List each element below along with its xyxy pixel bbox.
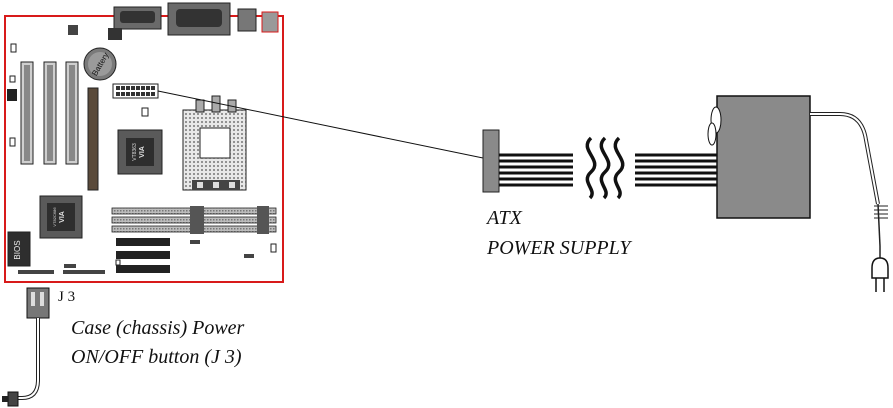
bios-label: BIOS [13, 240, 22, 259]
bios-chip: BIOS [7, 231, 31, 267]
isa-slots [116, 238, 170, 273]
pci-slots [20, 61, 79, 165]
board-atx-power-connector [112, 83, 159, 99]
motherboard: Battery [4, 2, 284, 283]
j3-connector [26, 287, 50, 319]
ac-plug-icon [871, 257, 889, 292]
case-button-label-line2: ON/OFF button (J 3) [71, 346, 242, 368]
psu-label-line2: POWER SUPPLY [487, 237, 631, 259]
psu-label-line1: ATX [487, 207, 522, 229]
power-cable-bundle [499, 153, 717, 187]
dimm-slots [111, 206, 277, 234]
io-connectors [68, 2, 279, 40]
south-bridge-chip: VIA VT82C686 [39, 195, 83, 239]
north-bridge-chip: VIA VT8363 [117, 129, 163, 175]
agp-slot [87, 87, 99, 191]
north-bridge-model: VT8363 [132, 143, 138, 161]
case-button-label-line1: Case (chassis) Power [71, 317, 245, 339]
cable-break-symbol [585, 136, 625, 200]
power-supply-unit [707, 95, 811, 219]
chassis-button-cable [18, 318, 40, 400]
ac-power-cord [810, 112, 888, 258]
connection-leader-line [157, 90, 484, 159]
battery: Battery [83, 47, 117, 81]
jumpers [7, 43, 277, 274]
cpu-socket [182, 95, 247, 191]
power-button-icon [2, 391, 19, 407]
north-bridge-brand: VIA [139, 146, 146, 158]
atx-power-plug [482, 129, 500, 193]
south-bridge-model: VT82C686 [52, 207, 57, 227]
south-bridge-brand: VIA [59, 211, 66, 223]
j3-label: J 3 [58, 289, 76, 305]
